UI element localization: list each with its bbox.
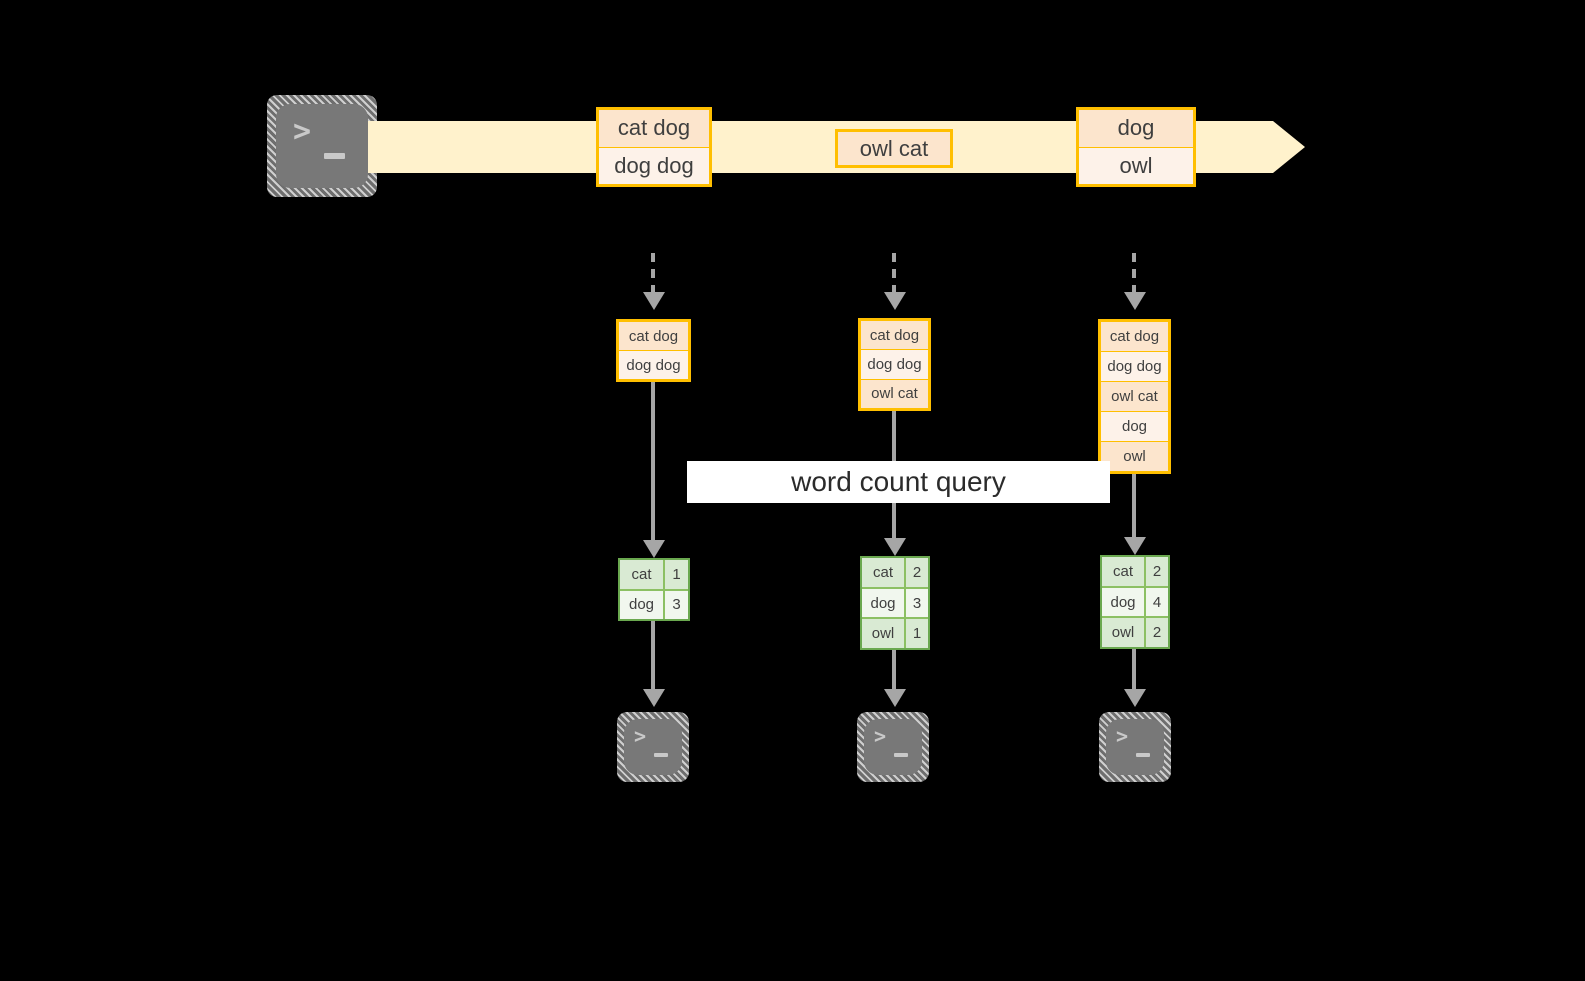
query-banner-label: word count query bbox=[791, 466, 1006, 497]
table-row: cat 1 bbox=[620, 560, 688, 591]
result-word: dog bbox=[862, 588, 906, 618]
table-row: dog 4 bbox=[1102, 587, 1168, 619]
accumulated-line: dog dog bbox=[861, 350, 928, 380]
stream-event-line: dog bbox=[1079, 110, 1193, 148]
query-banner: word count query bbox=[687, 461, 1110, 503]
table-row: owl 1 bbox=[862, 619, 928, 649]
result-word: cat bbox=[620, 560, 665, 589]
snapshot-3-sink-line bbox=[1132, 649, 1136, 699]
snapshot-2-sink-arrowhead-icon bbox=[884, 689, 906, 707]
snapshot-1-trigger-line bbox=[651, 253, 655, 295]
result-count: 3 bbox=[665, 590, 688, 619]
snapshot-1-accumulated-box: cat dog dog dog bbox=[616, 319, 691, 382]
terminal-face bbox=[624, 719, 682, 775]
terminal-face bbox=[864, 719, 922, 775]
snapshot-3-result-table: cat 2 dog 4 owl 2 bbox=[1100, 555, 1170, 649]
result-word: cat bbox=[862, 558, 906, 587]
accumulated-line: owl cat bbox=[861, 379, 928, 408]
accumulated-line: dog dog bbox=[619, 351, 688, 379]
terminal-cursor-underscore bbox=[1136, 753, 1150, 757]
snapshot-2-query-arrowhead-icon bbox=[884, 538, 906, 556]
table-row: dog 3 bbox=[862, 588, 928, 620]
terminal-prompt-chevron: > bbox=[874, 724, 887, 748]
result-word: cat bbox=[1102, 557, 1146, 586]
table-row: cat 2 bbox=[862, 558, 928, 589]
snapshot-3-trigger-line bbox=[1132, 253, 1136, 295]
stream-event-line: owl cat bbox=[838, 132, 950, 165]
snapshot-3-accumulated-box: cat dog dog dog owl cat dog owl bbox=[1098, 319, 1171, 474]
snapshot-2-accumulated-box: cat dog dog dog owl cat bbox=[858, 318, 931, 411]
snapshot-1-sink-arrowhead-icon bbox=[643, 689, 665, 707]
result-count: 1 bbox=[906, 619, 928, 649]
stream-arrow-head-icon bbox=[1273, 121, 1305, 173]
snapshot-3-sink-arrowhead-icon bbox=[1124, 689, 1146, 707]
snapshot-1-sink-terminal-icon: > bbox=[617, 712, 689, 782]
terminal-cursor-underscore bbox=[894, 753, 908, 757]
accumulated-line: owl cat bbox=[1101, 382, 1168, 412]
terminal-prompt-chevron: > bbox=[634, 724, 647, 748]
result-word: dog bbox=[620, 590, 665, 619]
snapshot-2-result-table: cat 2 dog 3 owl 1 bbox=[860, 556, 930, 650]
snapshot-3-trigger-arrowhead-icon bbox=[1124, 292, 1146, 310]
result-count: 4 bbox=[1146, 587, 1168, 617]
terminal-cursor-underscore bbox=[324, 153, 345, 159]
table-row: dog 3 bbox=[620, 590, 688, 619]
accumulated-line: cat dog bbox=[861, 321, 928, 351]
terminal-cursor-underscore bbox=[654, 753, 668, 757]
stream-event-line: cat dog bbox=[599, 110, 709, 148]
terminal-prompt-chevron: > bbox=[1116, 724, 1129, 748]
stream-event-3: dog owl bbox=[1076, 107, 1196, 187]
snapshot-2-sink-terminal-icon: > bbox=[857, 712, 929, 782]
stream-event-line: owl bbox=[1079, 147, 1193, 184]
table-row: owl 2 bbox=[1102, 618, 1168, 648]
terminal-face bbox=[1106, 719, 1164, 775]
snapshot-1-query-arrowhead-icon bbox=[643, 540, 665, 558]
snapshot-3-query-line bbox=[1132, 474, 1136, 547]
table-row: cat 2 bbox=[1102, 557, 1168, 588]
snapshot-1-result-table: cat 1 dog 3 bbox=[618, 558, 690, 621]
snapshot-3-query-arrowhead-icon bbox=[1124, 537, 1146, 555]
snapshot-2-trigger-line bbox=[892, 253, 896, 295]
terminal-face bbox=[276, 104, 368, 188]
snapshot-2-trigger-arrowhead-icon bbox=[884, 292, 906, 310]
accumulated-line: dog dog bbox=[1101, 352, 1168, 382]
stream-event-2: owl cat bbox=[835, 129, 953, 168]
snapshot-2-sink-line bbox=[892, 650, 896, 699]
accumulated-line: owl bbox=[1101, 442, 1168, 471]
snapshot-1-sink-line bbox=[651, 621, 655, 699]
stream-event-1: cat dog dog dog bbox=[596, 107, 712, 187]
result-count: 2 bbox=[1146, 557, 1168, 586]
snapshot-3-sink-terminal-icon: > bbox=[1099, 712, 1171, 782]
result-word: owl bbox=[862, 619, 906, 649]
accumulated-line: dog bbox=[1101, 412, 1168, 442]
result-word: owl bbox=[1102, 618, 1146, 648]
result-count: 3 bbox=[906, 588, 928, 618]
snapshot-1-query-line bbox=[651, 382, 655, 550]
accumulated-line: cat dog bbox=[619, 322, 688, 351]
result-count: 2 bbox=[906, 558, 928, 587]
accumulated-line: cat dog bbox=[1101, 322, 1168, 352]
result-word: dog bbox=[1102, 587, 1146, 617]
result-count: 2 bbox=[1146, 618, 1168, 648]
stream-event-line: dog dog bbox=[599, 147, 709, 184]
snapshot-1-trigger-arrowhead-icon bbox=[643, 292, 665, 310]
source-terminal-icon: > bbox=[267, 95, 377, 197]
result-count: 1 bbox=[665, 560, 688, 589]
terminal-prompt-chevron: > bbox=[293, 114, 312, 149]
